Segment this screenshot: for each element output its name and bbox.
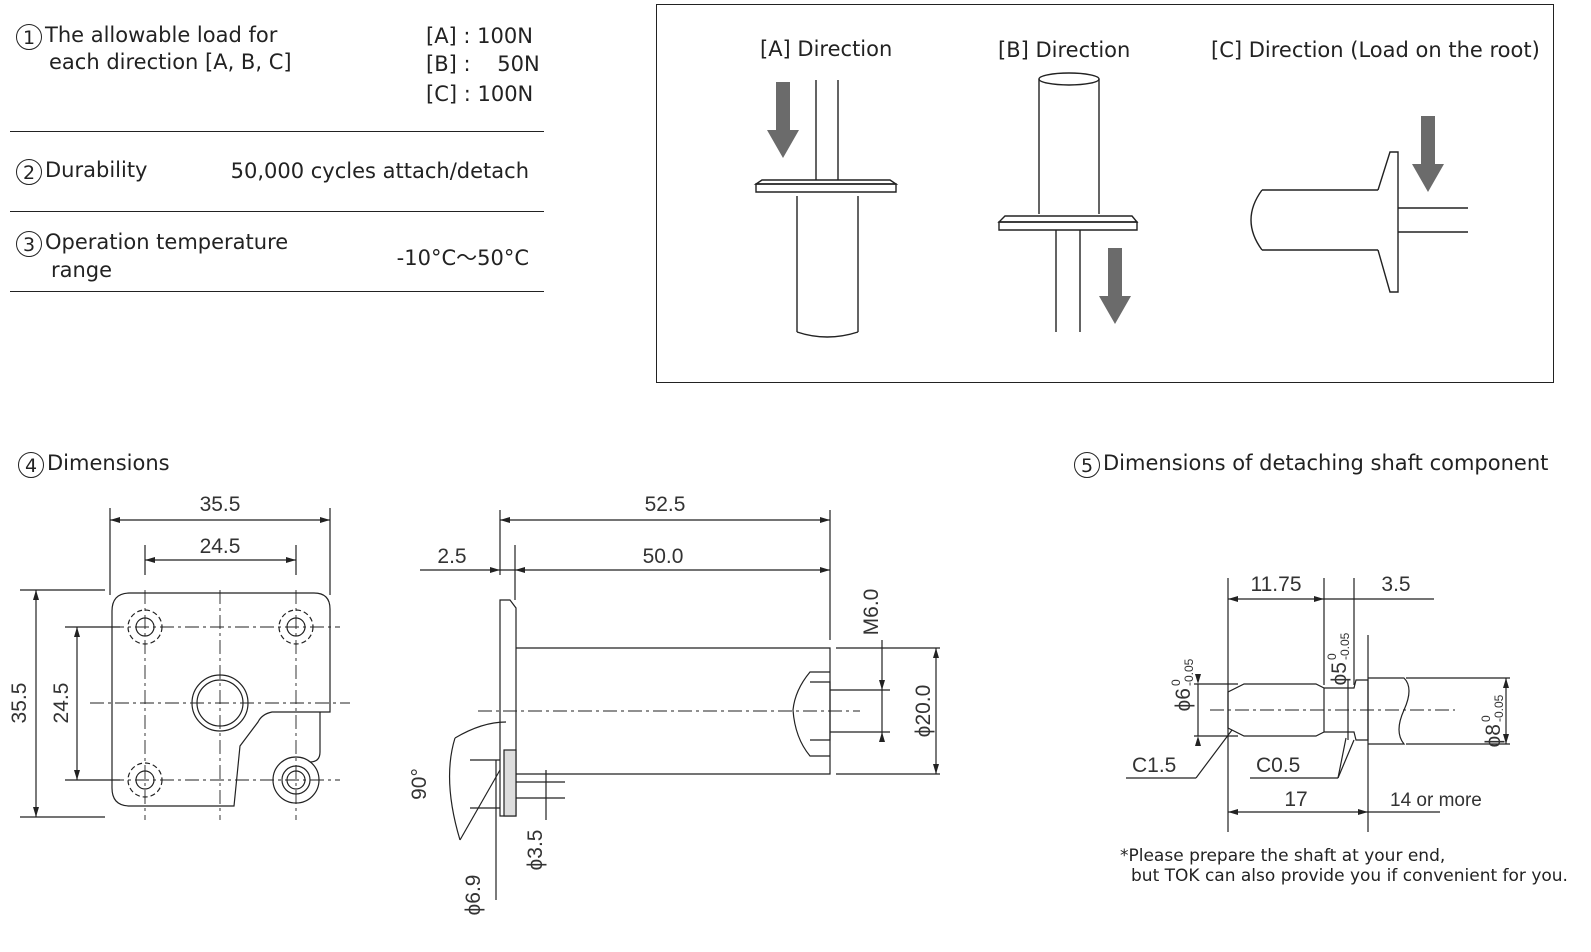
direction-b-label: [B] Direction [998,38,1131,62]
shaft-diameter-6-dim: ϕ6 0 -0.05 [1169,658,1196,711]
shaft-length-17-dim: 17 [1284,788,1307,811]
shaft-diameter-5-dim: ϕ5 0 -0.05 [1325,632,1352,685]
shaft-length-11-75-dim: 11.75 [1251,573,1302,596]
spec-temperature-label-line2: range [51,258,113,282]
direction-illustrations [753,72,1468,338]
table-divider [10,291,544,293]
direction-a-figure [753,80,899,338]
item-number-4: 4 [18,452,44,478]
svg-text:-0.05: -0.05 [1338,632,1352,660]
load-value-a: [A] : 100N [426,24,533,48]
shaft-diameter-8-dim: ϕ8 0 -0.05 [1479,694,1506,747]
direction-c-figure [1250,151,1468,293]
svg-text:ϕ6: ϕ6 [1172,688,1195,711]
svg-text:ϕ8: ϕ8 [1482,724,1505,747]
shaft-length-14-dim: 14 or more [1390,790,1482,811]
body-diameter-dim: ϕ20.0 [912,685,935,738]
front-view-drawing: 35.5 24.5 35.5 24.5 [8,493,350,820]
load-value-c: [C] : 100N [426,82,534,106]
table-divider [10,211,544,213]
shaft-length-3-5-dim: 3.5 [1381,573,1410,596]
front-height-inner-dim: 24.5 [50,683,73,724]
spec-load-label-line2: each direction [A, B, C] [49,50,292,74]
temperature-value: -10°C～50°C [396,246,529,270]
item-number-5: 5 [1074,452,1100,478]
table-divider [10,131,544,133]
front-height-outer-dim: 35.5 [8,683,31,724]
load-directions-panel [656,4,1554,383]
chamfer-c15-label: C1.5 [1132,754,1176,777]
side-total-length-dim: 52.5 [645,493,686,516]
svg-text:0: 0 [1479,715,1493,722]
front-width-outer-dim: 35.5 [200,493,241,516]
side-view-drawing: 52.5 50.0 2.5 M6.0 ϕ20.0 90° ϕ6.9 ϕ3.5 [408,493,940,916]
chamfer-c05-label: C0.5 [1256,754,1300,777]
item-number-2: 2 [16,159,42,185]
hole-diameter-dim: ϕ3.5 [524,830,547,871]
arrow-icon [767,82,1444,324]
item-number-1: 1 [16,24,42,50]
svg-text:ϕ5: ϕ5 [1328,662,1351,685]
load-value-b: [B] : 50N [426,52,540,76]
countersink-diameter-dim: ϕ6.9 [462,875,485,916]
direction-a-label: [A] Direction [760,37,893,61]
direction-c-label: [C] Direction (Load on the root) [1211,38,1540,62]
item-number-3: 3 [16,231,42,257]
side-flange-dim: 2.5 [437,545,466,568]
countersink-angle-dim: 90° [408,768,431,800]
svg-text:0: 0 [1169,679,1183,686]
shaft-drawing: 11.75 3.5 ϕ6 0 -0.05 ϕ5 0 -0.05 ϕ8 0 -0.… [1126,573,1510,832]
svg-text:0: 0 [1325,653,1339,660]
durability-value: 50,000 cycles attach/detach [230,159,529,183]
front-width-inner-dim: 24.5 [200,535,241,558]
thread-size-dim: M6.0 [860,589,883,636]
direction-b-figure [997,72,1139,332]
side-body-length-dim: 50.0 [643,545,684,568]
svg-text:-0.05: -0.05 [1182,658,1196,686]
shaft-note: *Please prepare the shaft at your end, b… [1120,846,1568,886]
svg-text:-0.05: -0.05 [1492,694,1506,722]
